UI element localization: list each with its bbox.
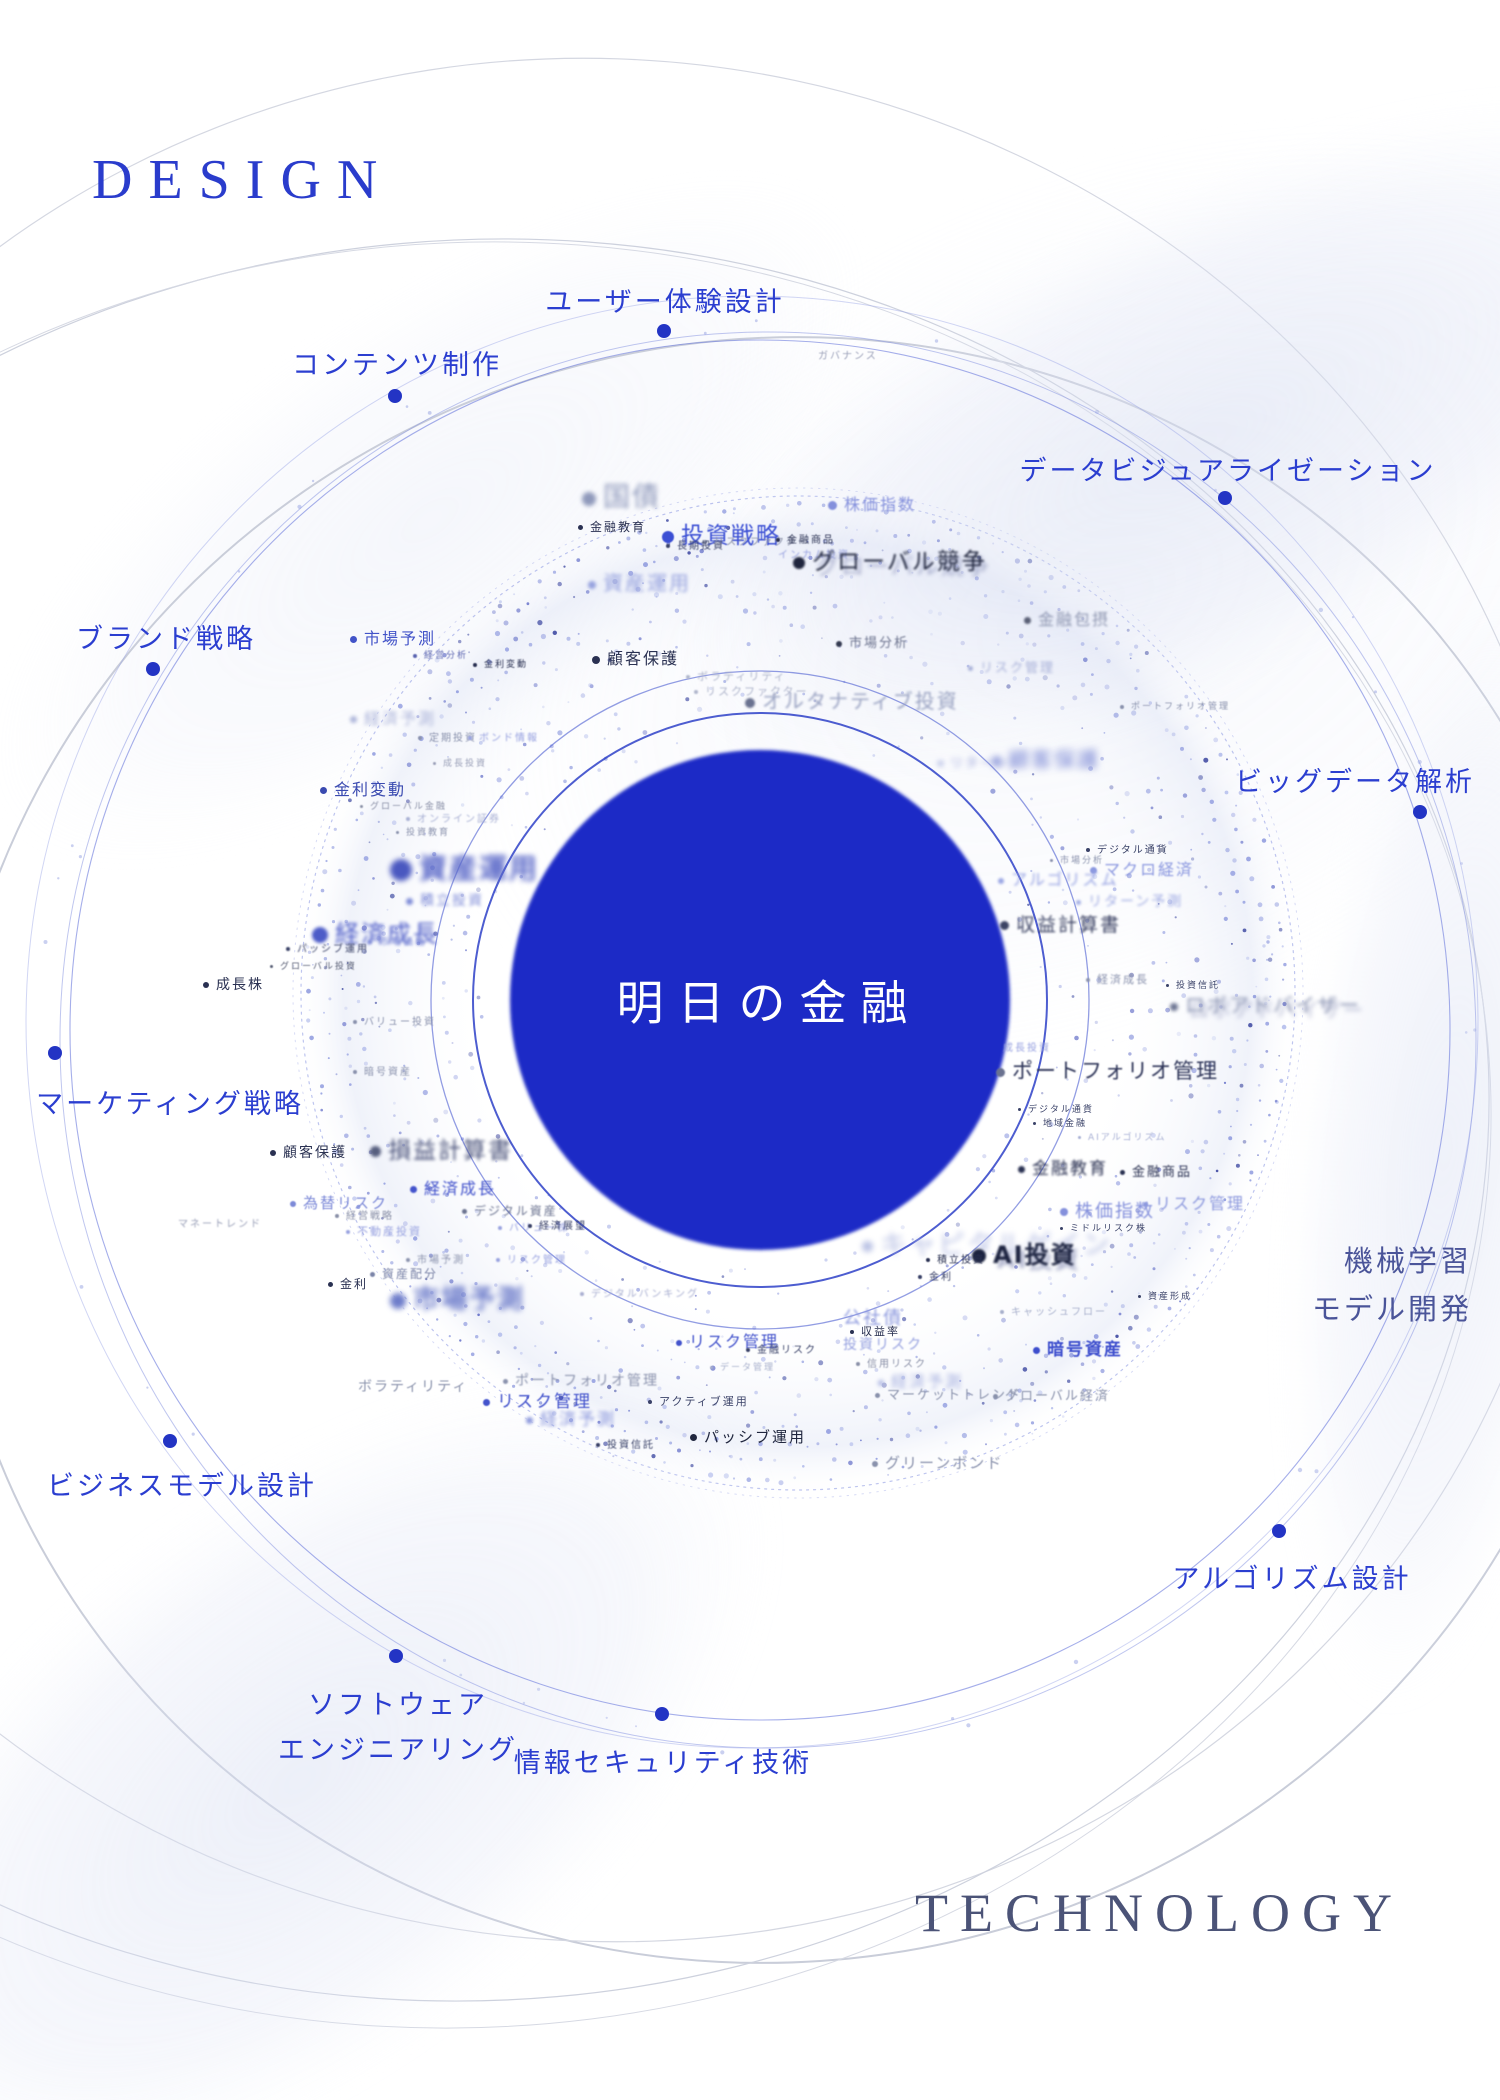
center-circle xyxy=(510,750,1010,1250)
center-title: 明日の金融 xyxy=(616,976,922,1032)
stipple-dot-field xyxy=(43,319,1477,1756)
technology-section-label: TECHNOLOGY xyxy=(915,1883,1404,1943)
center-rings xyxy=(430,670,1090,1330)
word-cloud-rim xyxy=(292,487,1304,1499)
orbit-rings xyxy=(25,295,1479,1749)
design-section-label: DESIGN xyxy=(92,149,394,211)
